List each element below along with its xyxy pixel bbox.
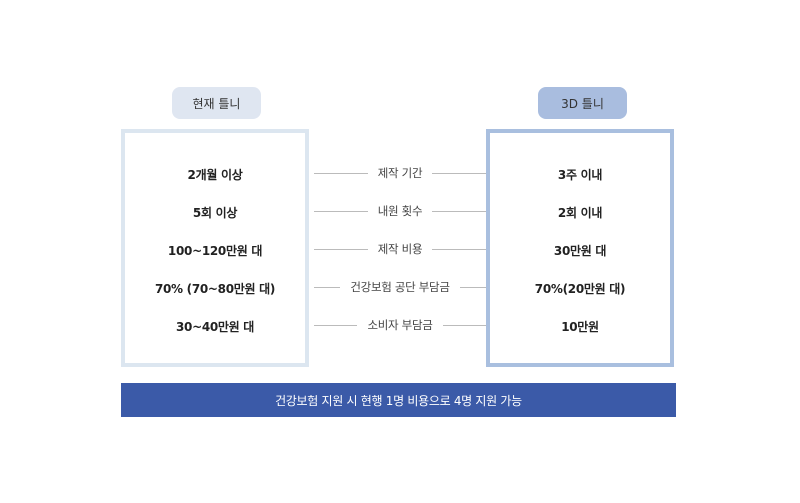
3d-value-consumer: 10만원 [561, 320, 599, 334]
current-value-consumer: 30~40만원 대 [175, 320, 255, 334]
comparison-row-visits: 내원 횟수 [314, 204, 487, 218]
connector-line [314, 210, 368, 212]
comparison-row-consumer: 소비자 부담금 [314, 318, 487, 332]
connector-line [442, 324, 487, 326]
3d-denture-box: 3주 이내 2회 이내 30만원 대 70%(20만원 대) 10만원 [486, 129, 674, 367]
connector-line [314, 248, 368, 250]
label-visit-count: 내원 횟수 [377, 204, 423, 218]
3d-value-visits: 2회 이내 [557, 206, 603, 220]
connector-line [314, 324, 358, 326]
3d-value-cost: 30만원 대 [553, 244, 607, 258]
current-value-insurance: 70% (70~80만원 대) [154, 282, 276, 296]
connector-line [432, 172, 487, 174]
comparison-row-cost: 제작 비용 [314, 242, 487, 256]
current-value-visits: 5회 이상 [192, 206, 238, 220]
connector-line [314, 172, 368, 174]
current-denture-header: 현재 틀니 [172, 87, 261, 119]
current-denture-box: 2개월 이상 5회 이상 100~120만원 대 70% (70~80만원 대)… [121, 129, 309, 367]
3d-value-insurance: 70%(20만원 대) [534, 282, 626, 296]
comparison-row-insurance: 건강보험 공단 부담금 [314, 280, 487, 294]
insurance-support-banner: 건강보험 지원 시 현행 1명 비용으로 4명 지원 가능 [121, 383, 676, 417]
3d-value-period: 3주 이내 [557, 168, 603, 182]
connector-line [432, 248, 487, 250]
current-value-period: 2개월 이상 [187, 168, 243, 182]
current-value-cost: 100~120만원 대 [167, 244, 263, 258]
connector-line [459, 286, 487, 288]
label-consumer-share: 소비자 부담금 [367, 318, 433, 332]
comparison-row-period: 제작 기간 [314, 166, 487, 180]
connector-line [432, 210, 487, 212]
label-production-cost: 제작 비용 [377, 242, 423, 256]
label-insurance-share: 건강보험 공단 부담금 [350, 280, 450, 294]
label-production-period: 제작 기간 [377, 166, 423, 180]
3d-denture-header: 3D 틀니 [538, 87, 627, 119]
connector-line [314, 286, 341, 288]
